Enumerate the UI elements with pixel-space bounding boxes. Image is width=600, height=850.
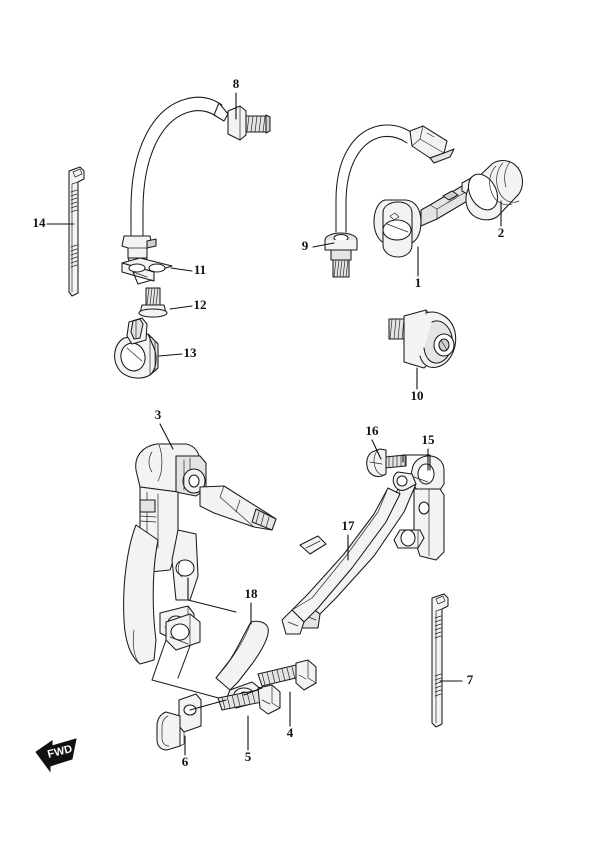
callout-12: 12 — [194, 297, 207, 312]
callout-2: 2 — [498, 225, 505, 240]
leader-11 — [170, 267, 193, 272]
ref-line-6-5 — [189, 699, 227, 711]
callout-4: 4 — [287, 725, 294, 740]
fwd-orientation-marker: FWD — [35, 738, 77, 773]
callout-16: 16 — [366, 423, 380, 438]
fwd-arrow-icon — [35, 738, 77, 773]
part-13-hose-clamp — [114, 317, 159, 379]
part-1-ignition-coil — [373, 177, 479, 258]
ref-line-3-18 — [187, 577, 237, 613]
fwd-label: FWD — [46, 743, 73, 761]
part-16-pivot-bolt — [366, 448, 407, 477]
part-14-cable-tie — [68, 166, 85, 297]
callout-13: 13 — [184, 345, 198, 360]
part-7-cable-tie-long — [431, 593, 449, 728]
leader-9 — [312, 242, 335, 248]
part-2-coil-boot — [465, 159, 524, 221]
leader-13 — [158, 353, 183, 357]
callout-3: 3 — [155, 407, 162, 422]
callout-labels: 1 2 3 4 5 6 7 8 9 10 11 12 13 14 15 16 1… — [33, 76, 505, 769]
callout-17: 17 — [342, 518, 356, 533]
callout-5: 5 — [245, 749, 252, 764]
part-11-clamp-plate — [121, 257, 173, 285]
callout-1: 1 — [415, 275, 422, 290]
part-17-shift-rod — [281, 471, 417, 635]
part-3-bracket-assembly — [123, 443, 277, 665]
callout-18: 18 — [245, 586, 259, 601]
part-8-water-temp-sensor — [121, 96, 271, 265]
callout-11: 11 — [194, 262, 206, 277]
callout-9: 9 — [302, 238, 309, 253]
part-5-bolt-short — [217, 684, 281, 715]
leader-lines — [46, 92, 502, 756]
part-6-clip-bracket — [156, 693, 202, 751]
callout-6: 6 — [182, 754, 189, 769]
callout-7: 7 — [467, 672, 474, 687]
leader-12 — [169, 305, 193, 310]
part-12-flange-bolt — [138, 287, 168, 318]
callout-15: 15 — [422, 432, 436, 447]
part-10-oil-pressure-switch — [388, 309, 457, 369]
part-4-bolt-long — [257, 659, 317, 691]
callout-10: 10 — [411, 388, 424, 403]
callout-14: 14 — [33, 215, 47, 230]
callout-8: 8 — [233, 76, 240, 91]
ref-line-15-16 — [402, 454, 431, 471]
ref-line-18-4 — [243, 687, 263, 696]
part-15-lever-plate — [393, 455, 445, 561]
leader-16 — [371, 439, 382, 460]
leader-3 — [159, 423, 174, 450]
